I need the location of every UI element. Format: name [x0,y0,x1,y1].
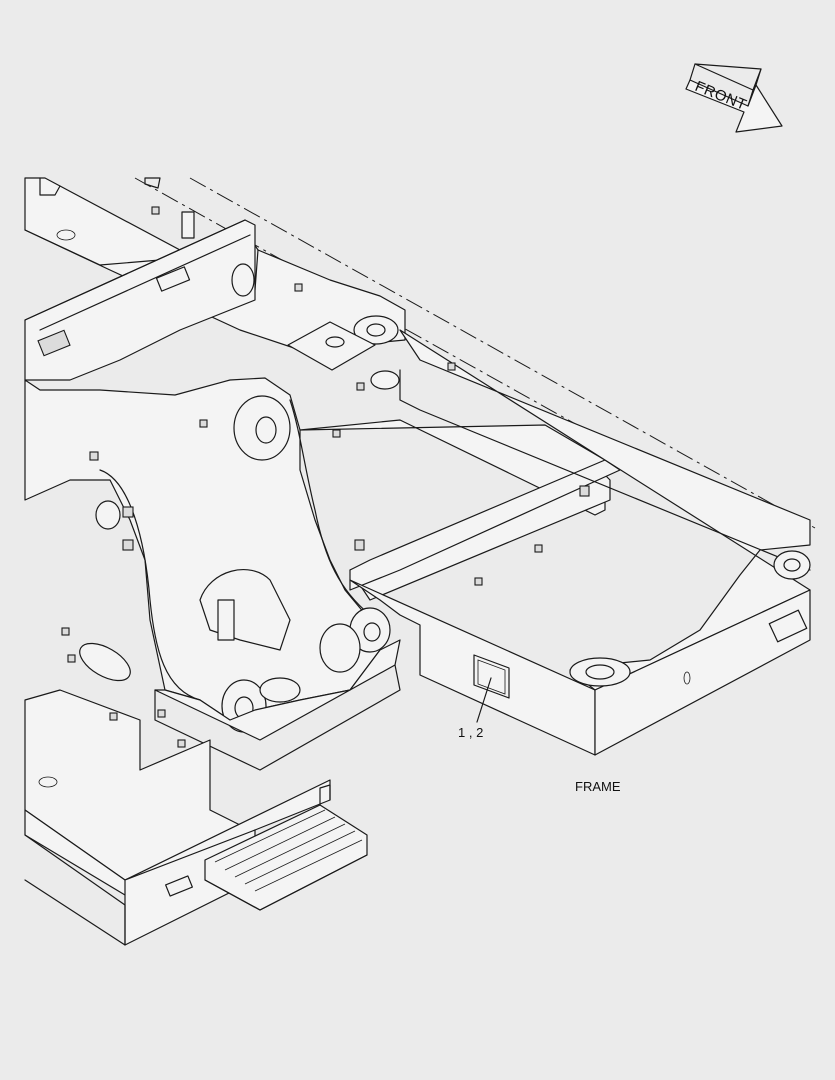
lower-left-step-box [24,642,331,946]
front-direction-arrow: FRONT [685,63,783,133]
boom-bracket [24,377,391,733]
step-tread [204,784,368,911]
diagram-caption: FRAME [575,779,621,794]
left-side-plate [24,219,256,381]
front-arrow-label: FRONT [693,78,750,114]
cross-member-beam [299,419,621,756]
bolt-heads [61,283,543,748]
bracket-base [154,639,401,771]
callout-label: 1 , 2 [458,725,483,740]
identification-plate: 1 , 2 [458,654,510,740]
right-frame-rail [287,315,811,756]
